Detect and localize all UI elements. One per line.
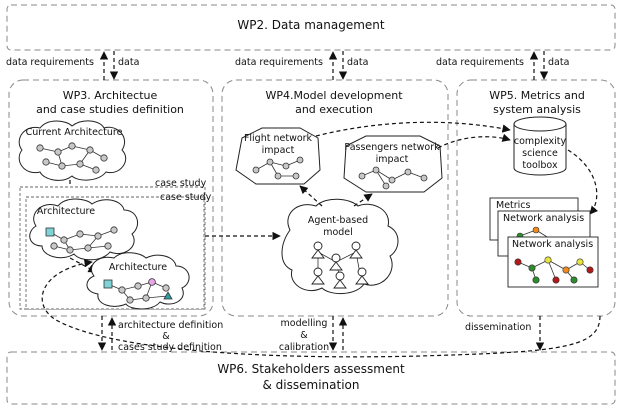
wp5-title-line1: WP5. Metrics and [489,89,585,102]
model-to-pax-arrow [353,193,373,207]
case-study-label-1: case study [155,178,207,189]
architecture-definition-label: architecture definition [118,320,223,331]
current-architecture-network [36,142,108,174]
flight-network-impact-line1: Flight network [244,133,313,144]
wp2-title: WP2. Data management [237,18,385,32]
wp2-links [99,51,549,80]
agent-figures [311,241,369,289]
architecture-cloud-b [86,252,190,310]
wp5-box [456,79,616,317]
wp2-box [6,4,616,51]
model-to-flight-arrow [299,185,323,207]
toolbox-line1: complexity [514,136,567,147]
toolbox-line3: toolbox [522,160,558,171]
wp3-box [8,79,214,317]
current-architecture-label: Current Architecture [26,127,123,138]
wp5-title-line2: system analysis [493,103,581,116]
modelling-amp-label: & [300,330,308,341]
network-analysis-label-1: Network analysis [503,213,584,224]
wp3-data-requirements-label: data requirements [6,57,94,68]
calibration-label: calibration [279,342,329,353]
passengers-network-impact-line1: Passengers network [344,142,440,153]
complexity-toolbox-cylinder [513,116,567,176]
wp6-title-line2: & dissemination [263,378,360,392]
flight-to-toolbox-arrow [315,121,511,137]
architecture-a-label: Architecture [37,206,95,217]
wp5-data-label: data [548,57,569,68]
ampersand-label: & [162,331,170,342]
passengers-network-impact-shape [343,135,443,193]
wp3-data-label: data [118,57,139,68]
pax-to-toolbox-arrow [437,133,511,149]
architecture-a-network [45,226,118,254]
flight-network-impact-line2: impact [262,145,295,156]
wp4-data-label: data [347,57,368,68]
network-analysis-2-graph [514,256,594,284]
wp4-title-line2: and execution [295,103,373,116]
wp4-data-requirements-label: data requirements [235,57,323,68]
passengers-network-impact-network [358,166,428,190]
flight-network-impact-network [252,156,304,180]
wp4-box [221,79,449,317]
passengers-network-impact-line2: impact [376,154,409,165]
dissemination-label: dissemination [465,322,531,333]
architecture-b-label: Architecture [109,262,167,273]
wp6-title-line1: WP6. Stakeholders assessment [217,362,405,376]
toolbox-line2: science [522,148,558,159]
wp6-box [6,351,616,405]
agent-based-model-line1: Agent-based [308,215,368,226]
wp3-title-line1: WP3. Architectue [63,89,158,102]
case-study-definition-label: cases study definition [118,342,222,353]
case-study-label-2: case study [160,192,212,203]
agent-based-model-cloud [281,198,399,294]
agent-based-model-line2: model [323,227,353,238]
metrics-label: Metrics [496,200,531,211]
network-analysis-label-2: Network analysis [512,239,593,250]
toolbox-to-metrics-arrow [567,149,599,215]
architecture-b-network [103,278,173,304]
wp3-title-line2: and case studies definition [36,103,184,116]
modelling-label: modelling [281,318,328,329]
wp5-data-requirements-label: data requirements [436,57,524,68]
wp4-title-line1: WP4.Model development [265,89,403,102]
